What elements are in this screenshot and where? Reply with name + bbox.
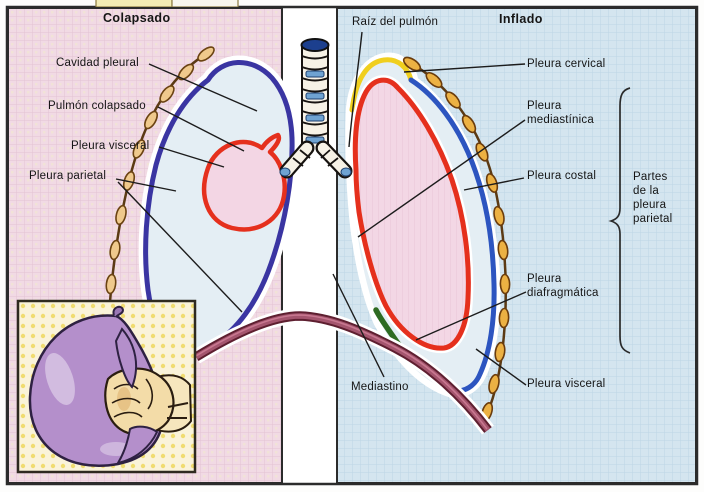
label-pleura-visceral-right: Pleura visceral [527, 378, 606, 390]
left-ribs [105, 46, 215, 315]
leader-pleura-mediastinica [357, 119, 526, 238]
leader-mediastino [332, 273, 385, 378]
trachea-opening [300, 38, 330, 52]
leader-pleura-visceral-right [475, 348, 527, 386]
motion-lines [167, 402, 189, 419]
leader-lines [115, 31, 527, 386]
label-raiz-del-pulmon: Raíz del pulmón [352, 16, 439, 28]
costal-pleura-line [408, 77, 497, 394]
parietal-parts-brace [608, 87, 631, 354]
trachea [279, 38, 353, 179]
leader-pleura-parietal-a [115, 178, 177, 192]
leader-pleura-visceral-left [158, 146, 225, 168]
label-pleura-parietal: Pleura parietal [29, 170, 107, 182]
label-pleura-visceral-left: Pleura visceral [71, 140, 150, 152]
right-ribs [402, 56, 511, 422]
diaphragm [192, 308, 494, 435]
label-pleura-mediastinica: Pleura mediastínica [527, 100, 594, 127]
label-pleura-costal: Pleura costal [527, 170, 597, 182]
cervical-pleura-line [349, 57, 414, 113]
label-pleura-diafragmatica: Pleura diafragmática [527, 273, 599, 300]
label-pulmon-colapsado: Pulmón colapsado [48, 100, 146, 112]
bronchi [279, 140, 353, 179]
balloon-overlap-lobes [114, 327, 159, 465]
leader-pleura-cervical [403, 63, 526, 73]
left-panel-title: Colapsado [103, 11, 171, 25]
balloon-fist-inset [16, 299, 197, 474]
right-panel-title: Inflado [499, 12, 543, 26]
leader-pleura-parietal-b [117, 181, 243, 313]
collapsed-lung [201, 132, 287, 232]
fist [104, 367, 193, 436]
leader-pleura-diafragmatica [415, 291, 527, 341]
leader-pleura-costal [463, 177, 525, 191]
leader-raiz-del-pulmon [348, 31, 363, 148]
inflated-lung [350, 75, 474, 354]
cropped-caption-tab [95, 0, 239, 8]
leader-cavidad-pleural [148, 63, 258, 112]
leader-pulmon-colapsado [157, 106, 245, 152]
label-mediastino: Mediastino [351, 381, 409, 393]
label-cavidad-pleural: Cavidad pleural [56, 57, 139, 69]
label-partes-pleura-parietal: Partes de la pleura parietal [633, 171, 673, 226]
label-pleura-cervical: Pleura cervical [527, 58, 606, 70]
